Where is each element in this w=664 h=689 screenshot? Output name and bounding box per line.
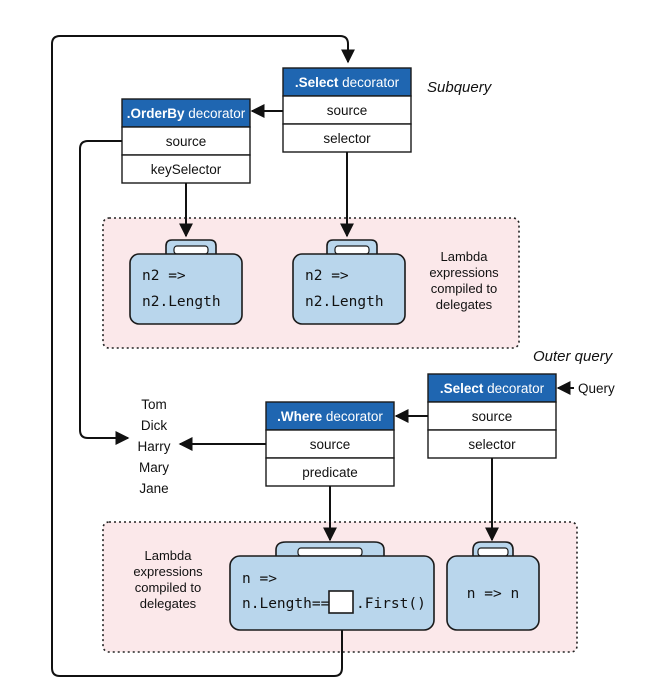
row-keyselector: keySelector [151,162,222,177]
lambda-line-2: n2.Length [305,294,384,310]
svg-text:compiled to: compiled to [135,580,201,595]
lambda-line-2: n.Length== [242,596,330,612]
decorator-name: .Select [295,75,339,90]
svg-text:Lambda: Lambda [145,548,193,563]
list-item: Tom [141,397,167,412]
lambda-line-1: n => [242,571,277,587]
list-item: Jane [139,481,168,496]
names-sequence: Tom Dick Harry Mary Jane [138,397,171,496]
lambda-line-1: n2 => [305,268,349,284]
svg-text:delegates: delegates [436,297,493,312]
outer-query-label: Outer query [533,348,614,365]
row-source: source [166,134,207,149]
svg-text:Lambda: Lambda [441,249,489,264]
lambda-bag-outer-select: n => n [446,541,540,631]
svg-text:.OrderBy decorator: .OrderBy decorator [127,106,246,121]
lambda-line-2-suffix: .First() [356,596,426,612]
lambda-bag-where: n => n.Length== .First() [229,541,435,631]
decorator-name: .Select [440,381,484,396]
decorator-name: .OrderBy [127,106,185,121]
subquery-select-decorator: .Select decorator source selector [282,67,412,153]
subquery-feedback-line [51,35,355,677]
lambda-bag-select: n2 => n2.Length [292,239,406,325]
list-item: Dick [141,418,167,433]
subquery-lambda-note: Lambda expressions compiled to delegates [429,249,499,312]
svg-text:delegates: delegates [140,596,197,611]
query-label: Query [578,381,615,396]
subquery-placeholder-box [328,590,354,614]
lambda-line-1: n => n [467,586,519,602]
row-source: source [472,409,513,424]
row-selector: selector [468,437,516,452]
outer-lambda-note: Lambda expressions compiled to delegates [133,548,203,611]
outer-select-decorator: .Select decorator source selector [427,373,557,459]
lambda-line-2: n2.Length [142,294,221,310]
orderby-source-line [79,140,130,445]
row-predicate: predicate [302,465,358,480]
svg-text:.Select decorator: .Select decorator [440,381,545,396]
row-selector: selector [323,131,371,146]
subquery-orderby-decorator: .OrderBy decorator source keySelector [121,98,251,184]
lambda-line-1: n2 => [142,268,186,284]
svg-text:.Select decorator: .Select decorator [295,75,400,90]
row-source: source [327,103,368,118]
subquery-label: Subquery [427,79,493,96]
decorator-name: .Where [277,409,323,424]
list-item: Harry [138,439,171,454]
svg-text:.Where decorator: .Where decorator [277,409,383,424]
lambda-bag-orderby: n2 => n2.Length [129,239,243,325]
row-source: source [310,437,351,452]
list-item: Mary [139,460,169,475]
outer-where-decorator: .Where decorator source predicate [265,401,395,487]
svg-text:expressions: expressions [133,564,203,579]
svg-text:compiled to: compiled to [431,281,497,296]
svg-text:expressions: expressions [429,265,499,280]
